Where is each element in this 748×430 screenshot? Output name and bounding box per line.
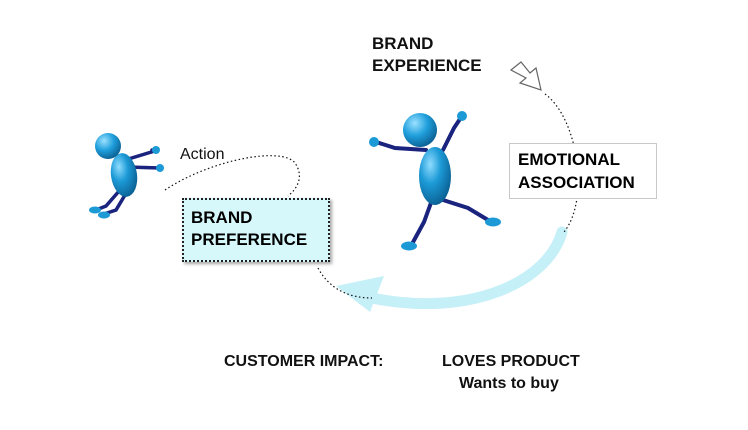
- dotted-connectors: [164, 93, 579, 299]
- action-label: Action: [180, 146, 225, 163]
- brand-experience-line-1: BRAND: [372, 34, 434, 53]
- stick-figure-right: [369, 111, 501, 251]
- brand-experience-label: BRAND EXPERIENCE: [372, 33, 482, 77]
- emotional-association-line-1: EMOTIONAL: [518, 150, 620, 169]
- emotional-association-box: EMOTIONAL ASSOCIATION: [509, 143, 657, 199]
- brand-preference-line-1: BRAND: [191, 208, 253, 227]
- hollow-arrow-icon: [509, 61, 542, 91]
- brand-experience-line-2: EXPERIENCE: [372, 56, 482, 75]
- stick-figure-left: [89, 133, 164, 219]
- emotional-association-line-2: ASSOCIATION: [518, 173, 635, 192]
- brand-preference-box: BRAND PREFERENCE: [182, 198, 330, 262]
- loves-product-label: LOVES PRODUCT: [442, 353, 580, 370]
- cycle-arrow-icon: [336, 226, 568, 312]
- customer-impact-label: CUSTOMER IMPACT:: [224, 353, 384, 370]
- wants-to-buy-label: Wants to buy: [459, 375, 559, 392]
- brand-preference-line-2: PREFERENCE: [191, 230, 308, 249]
